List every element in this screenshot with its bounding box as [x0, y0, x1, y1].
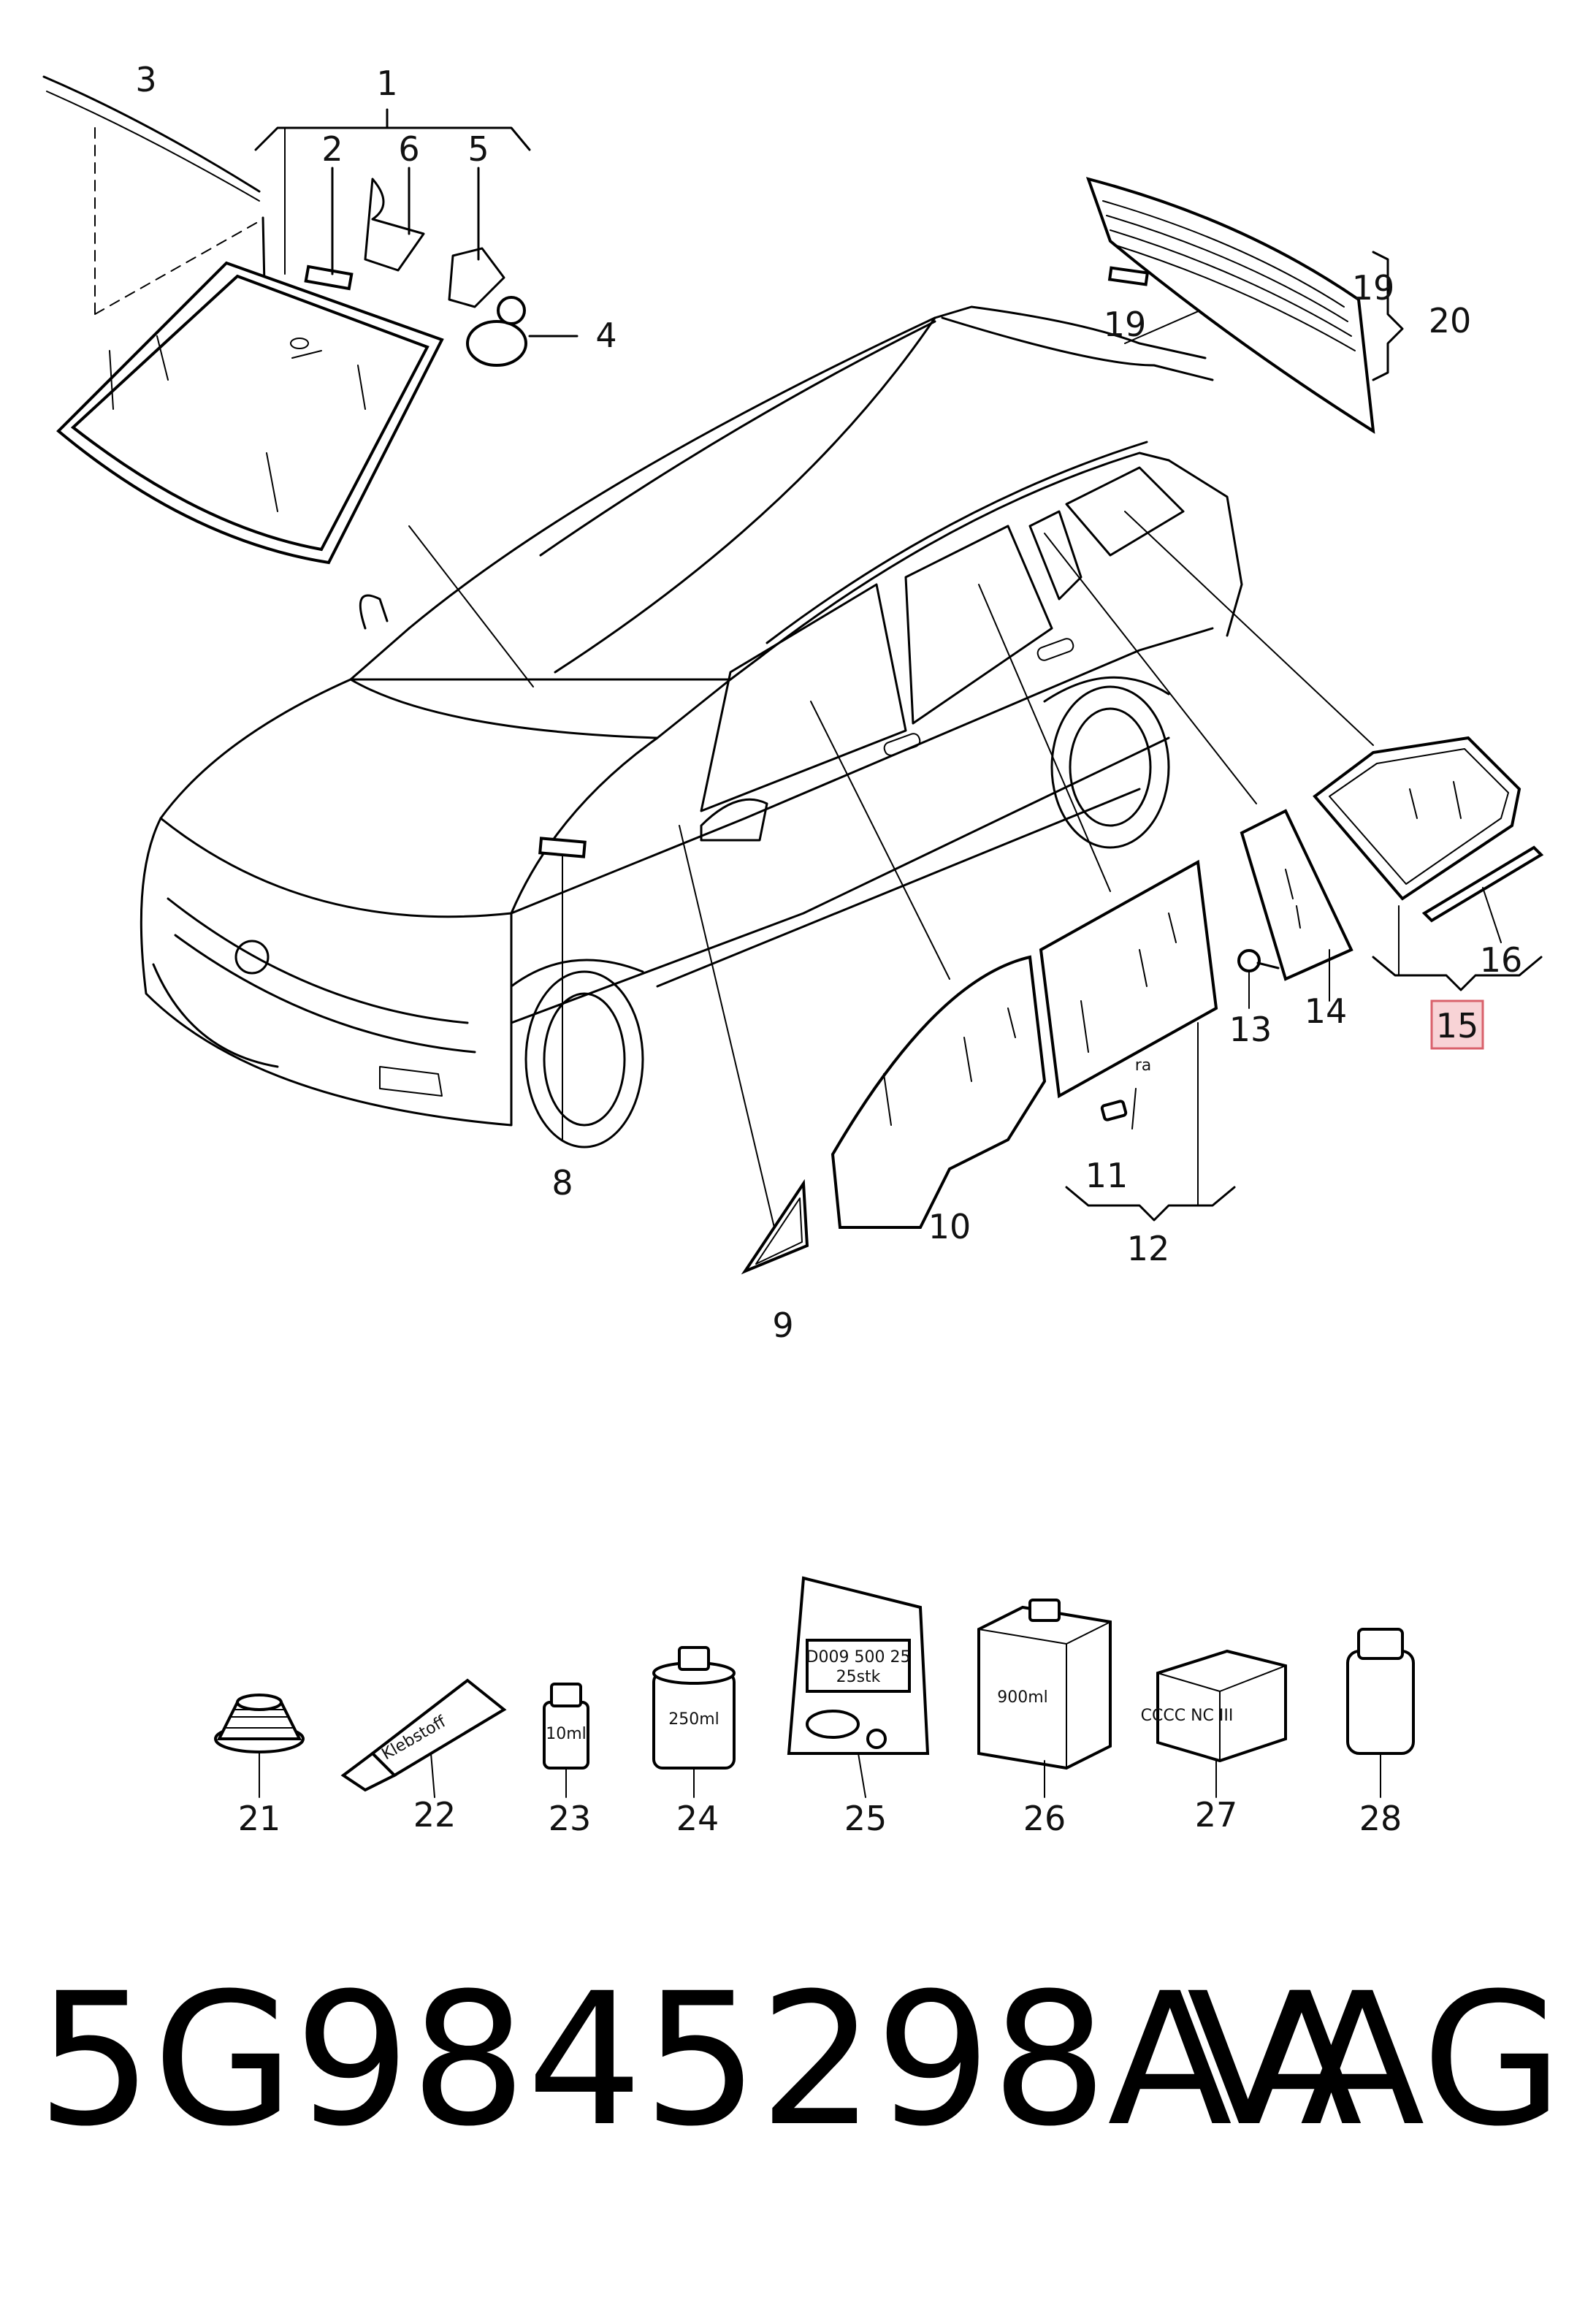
callout-24: 24 [676, 1799, 719, 1838]
callout-2: 2 [321, 129, 343, 169]
callout-19-a: 19 [1104, 305, 1147, 344]
windscreen-trim-strip [42, 75, 261, 193]
part-number-footer: 5G9845298AA VAG [37, 1958, 1563, 2163]
svg-text:D009 500 25: D009 500 25 [806, 1648, 911, 1666]
sensor-bracket [448, 247, 505, 308]
seal-cone [214, 1694, 305, 1798]
callout-3: 3 [135, 60, 156, 99]
callout-15-highlight [1430, 999, 1484, 1050]
callout-10: 10 [928, 1207, 971, 1246]
svg-text:CCCC NC III: CCCC NC III [1141, 1707, 1234, 1725]
adhesive-tube: Klebstoff [340, 1678, 507, 1798]
callout-26: 26 [1023, 1799, 1066, 1838]
callout-23: 23 [549, 1799, 592, 1838]
windscreen-group [42, 75, 579, 565]
callout-28: 28 [1359, 1799, 1402, 1838]
sensor-cable [364, 178, 425, 272]
callout-4: 4 [595, 316, 616, 355]
callout-25: 25 [844, 1799, 887, 1838]
door-glass-clip [1100, 1100, 1128, 1121]
weather-strip [1421, 845, 1544, 923]
callout-15: 15 [1436, 1006, 1479, 1045]
kit-box: CCCC NC III [1141, 1649, 1287, 1798]
can-250ml: 250ml [652, 1646, 736, 1798]
brand: VAG [1186, 1954, 1563, 2166]
svg-text:250ml: 250ml [668, 1710, 719, 1729]
svg-text:10ml: 10ml [546, 1725, 587, 1743]
svg-text:ra: ra [1135, 1056, 1152, 1075]
rear-window [1085, 177, 1375, 434]
callout-13: 13 [1229, 1010, 1272, 1049]
callout-12: 12 [1127, 1229, 1170, 1268]
bonnet-badge [538, 837, 587, 858]
callout-1: 1 [376, 64, 397, 103]
callout-11: 11 [1085, 1156, 1129, 1195]
parts-diagram: ra 1 2 3 4 5 6 8 9 10 11 12 [42, 60, 1544, 1838]
callout-9: 9 [772, 1306, 793, 1345]
bottle-10ml: 10ml [543, 1683, 589, 1798]
callout-20: 20 [1429, 301, 1472, 340]
svg-text:900ml: 900ml [997, 1688, 1048, 1707]
front-quarter-glass [741, 1178, 809, 1275]
sensor-cover [304, 264, 354, 291]
part-number: 5G9845298AA [37, 1954, 1363, 2166]
callout-14: 14 [1305, 991, 1348, 1031]
parts-bag: D009 500 25 25stk [787, 1576, 930, 1798]
rear-window-clip [1107, 266, 1150, 286]
bolt [1237, 949, 1261, 972]
callout-16: 16 [1480, 940, 1523, 980]
callout-6: 6 [398, 129, 419, 169]
callout-8: 8 [551, 1163, 573, 1203]
primer-bottle [1346, 1628, 1415, 1798]
car-body [140, 305, 1243, 1149]
callout-27: 27 [1195, 1795, 1238, 1835]
container-900ml: 900ml [977, 1599, 1112, 1798]
badge [234, 940, 270, 975]
callout-19-b: 19 [1352, 268, 1395, 308]
rain-light-sensor [466, 320, 527, 367]
callout-21: 21 [238, 1799, 281, 1838]
callouts: 1 2 3 4 5 6 8 9 10 11 12 13 14 15 16 19 … [135, 60, 1522, 1345]
front-door-glass [831, 955, 1047, 1229]
rear-door-glass [1039, 859, 1218, 1099]
rear-fixed-glass [1240, 809, 1353, 981]
callout-22: 22 [413, 1795, 457, 1835]
door-mirror [700, 798, 768, 842]
rear-window-group [1085, 177, 1404, 434]
side-glass-group: ra [741, 736, 1544, 1275]
callout-5: 5 [467, 129, 489, 169]
accessories: Klebstoff 10ml 250ml D009 500 25 25stk [214, 1576, 1415, 1838]
svg-text:25stk: 25stk [836, 1668, 881, 1686]
